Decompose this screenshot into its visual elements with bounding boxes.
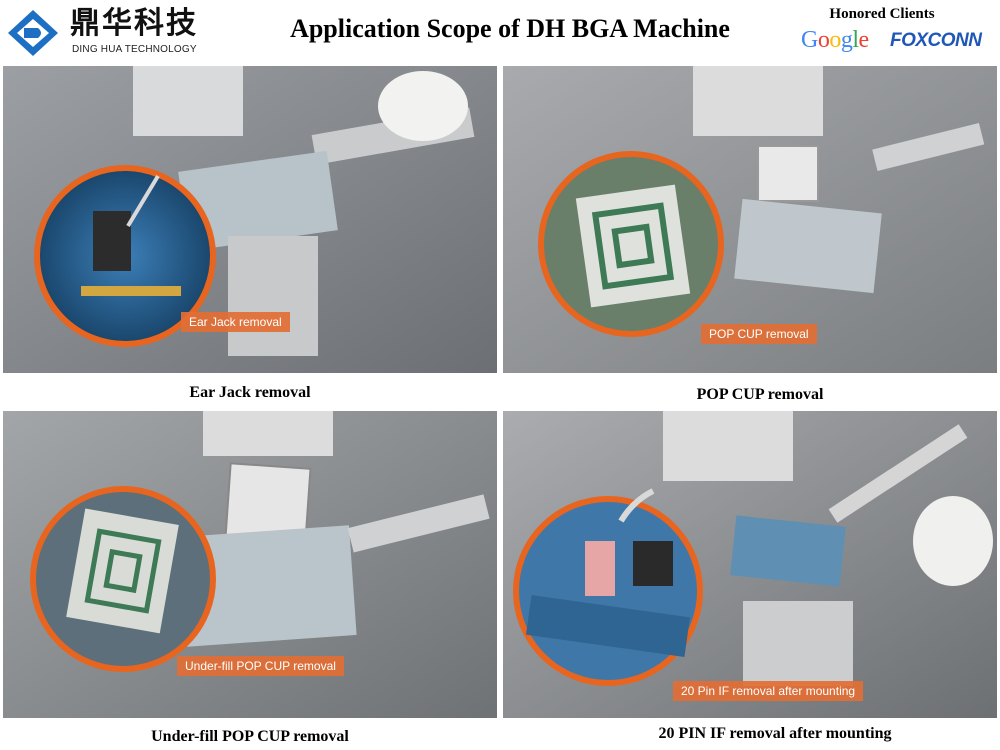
- photo-tag-ear-jack: Ear Jack removal: [181, 312, 290, 332]
- page-title: Application Scope of DH BGA Machine: [290, 14, 730, 43]
- photo-tag-20-pin: 20 Pin IF removal after mounting: [673, 681, 864, 701]
- photo-20-pin-if-removal: 20 Pin IF removal after mounting: [503, 411, 997, 718]
- dinghua-logo-icon: [4, 6, 62, 60]
- caption-20-pin-if-removal: 20 PIN IF removal after mounting: [658, 725, 892, 742]
- brand-name-chinese: 鼎华科技: [70, 6, 198, 41]
- photo-ear-jack-removal: Ear Jack removal: [3, 66, 497, 373]
- caption-underfill-pop-cup-removal: Under-fill POP CUP removal: [151, 728, 349, 745]
- caption-pop-cup-removal: POP CUP removal: [696, 386, 824, 403]
- brand-name-english: DING HUA TECHNOLOGY: [72, 44, 197, 55]
- caption-ear-jack-removal: Ear Jack removal: [189, 384, 311, 401]
- honored-clients-label: Honored Clients: [829, 6, 935, 22]
- photo-underfill-pop-cup-removal: Under-fill POP CUP removal: [3, 411, 497, 718]
- foxconn-logo: FOXCONN: [890, 30, 982, 51]
- page-header: 鼎华科技 DING HUA TECHNOLOGY Application Sco…: [0, 0, 1000, 66]
- pop-cup-photo-illustration: [503, 66, 997, 373]
- google-text: Google: [801, 27, 869, 53]
- ear-jack-photo-illustration: [3, 66, 497, 373]
- 20-pin-photo-illustration: [503, 411, 997, 718]
- photo-tag-pop-cup: POP CUP removal: [701, 324, 817, 344]
- photo-pop-cup-removal: POP CUP removal: [503, 66, 997, 373]
- google-logo: Google: [801, 27, 869, 54]
- photo-tag-underfill: Under-fill POP CUP removal: [177, 656, 344, 676]
